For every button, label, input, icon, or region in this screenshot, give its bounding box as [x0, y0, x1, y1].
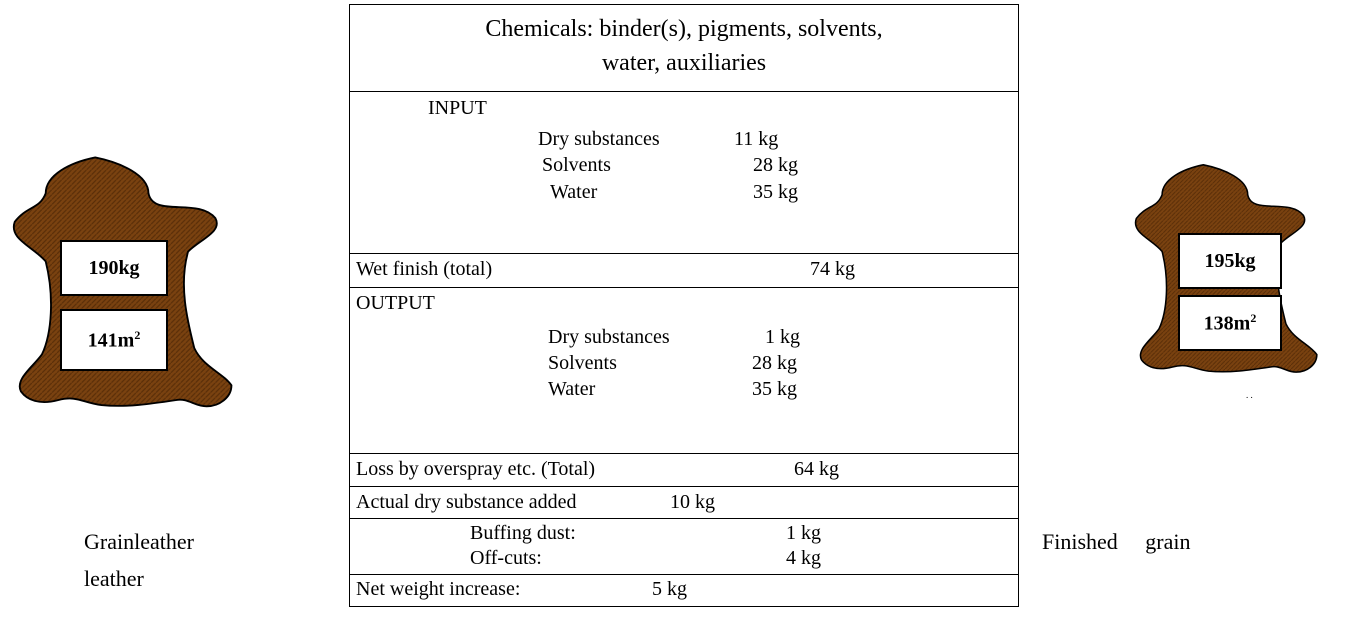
net-weight-value: 5 kg: [652, 578, 687, 600]
left-hide-area-box: 141m2: [60, 309, 168, 371]
left-caption-line2: leather: [84, 566, 144, 591]
loss-row: Loss by overspray etc. (Total) 64 kg: [350, 454, 1018, 487]
wet-finish-label: Wet finish (total): [356, 258, 493, 280]
right-hide-weight: 195kg: [1204, 249, 1256, 272]
waste-section: Buffing dust: 1 kg Off-cuts: 4 kg: [350, 519, 1018, 575]
off-cuts-value: 4 kg: [786, 547, 821, 569]
left-caption-line1: Grainleather: [84, 529, 194, 554]
output-solvents-value: 28 kg: [752, 352, 797, 374]
wet-finish-value: 74 kg: [810, 258, 855, 280]
input-dry-label: Dry substances: [538, 128, 660, 150]
actual-dry-label: Actual dry substance added: [356, 491, 577, 513]
chemicals-section: Chemicals: binder(s), pigments, solvents…: [350, 5, 1018, 92]
left-hide-area: 141m2: [87, 327, 141, 352]
output-water-value: 35 kg: [752, 378, 797, 400]
output-dry-value: 1 kg: [765, 326, 800, 348]
mass-balance-table: Chemicals: binder(s), pigments, solvents…: [349, 4, 1019, 607]
input-solvents-label: Solvents: [542, 154, 611, 176]
input-dry-value: 11 kg: [734, 128, 779, 150]
input-water-label: Water: [550, 181, 598, 203]
right-hide-weight-box: 195kg: [1178, 233, 1282, 289]
buffing-dust-label: Buffing dust:: [470, 522, 576, 544]
left-hide-weight-box: 190kg: [60, 240, 168, 296]
input-solvents-value: 28 kg: [753, 154, 798, 176]
input-section: INPUT Dry substances 11 kg Solvents 28 k…: [350, 92, 1018, 254]
right-hide-area: 138m2: [1203, 310, 1257, 335]
actual-dry-value: 10 kg: [670, 491, 715, 513]
output-heading: OUTPUT: [356, 292, 435, 314]
actual-dry-row: Actual dry substance added 10 kg: [350, 487, 1018, 519]
buffing-dust-value: 1 kg: [786, 522, 821, 544]
wet-finish-row: Wet finish (total) 74 kg: [350, 254, 1018, 288]
left-hide-weight: 190kg: [88, 256, 140, 279]
input-water-value: 35 kg: [753, 181, 798, 203]
right-caption: Finished grain: [1042, 529, 1191, 554]
output-section: OUTPUT Dry substances 1 kg Solvents 28 k…: [350, 288, 1018, 454]
output-dry-label: Dry substances: [548, 326, 670, 348]
net-weight-label: Net weight increase:: [356, 578, 521, 600]
output-water-label: Water: [548, 378, 596, 400]
right-hide-mark: . .: [1246, 390, 1253, 400]
net-weight-row: Net weight increase: 5 kg: [350, 575, 1018, 606]
chemicals-line1: Chemicals: binder(s), pigments, solvents…: [485, 16, 883, 42]
chemicals-line2: water, auxiliaries: [601, 50, 767, 76]
left-hide-mark: . .: [136, 397, 143, 407]
loss-label: Loss by overspray etc. (Total): [356, 458, 596, 480]
output-solvents-label: Solvents: [548, 352, 617, 374]
right-hide-area-box: 138m2: [1178, 295, 1282, 351]
loss-value: 64 kg: [794, 458, 839, 480]
input-heading: INPUT: [428, 97, 487, 119]
off-cuts-label: Off-cuts:: [470, 547, 542, 569]
